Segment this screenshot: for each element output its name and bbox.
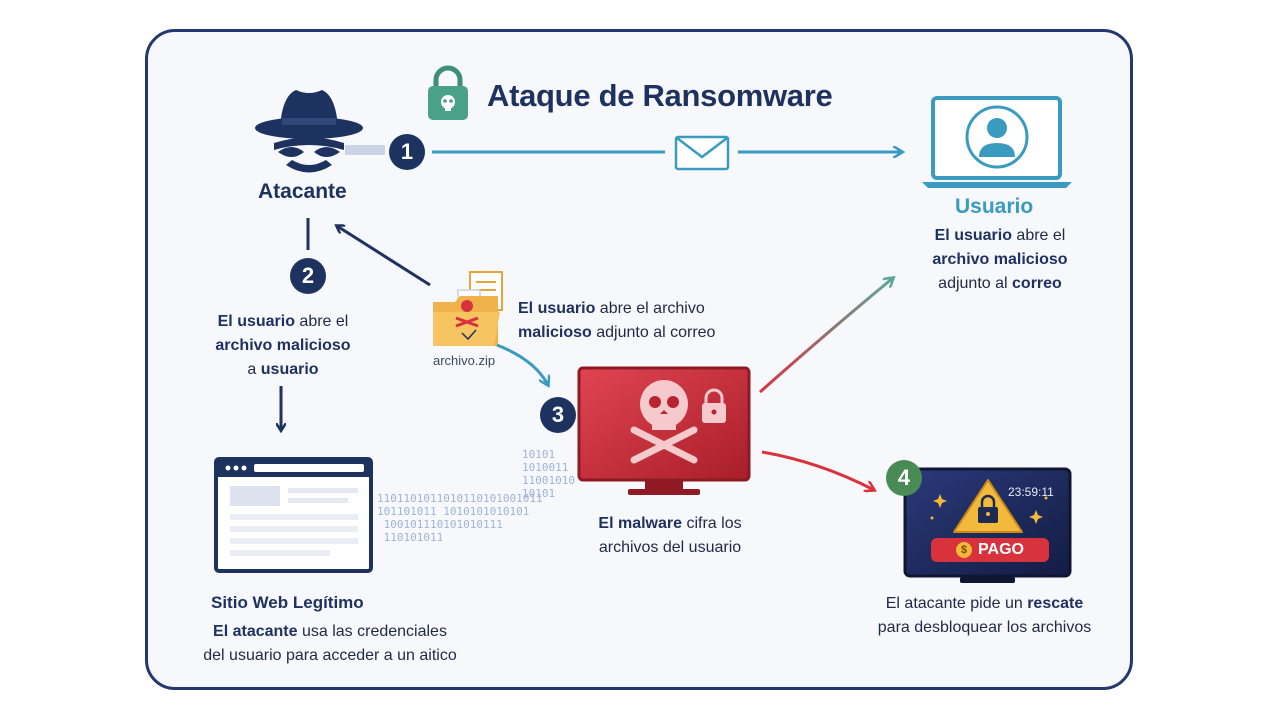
file-name: archivo.zip	[433, 353, 496, 368]
laptop-user-icon	[922, 96, 1072, 188]
user-description: El usuario abre el archivo malicioso adj…	[905, 224, 1095, 296]
step2-caption-bold-2: archivo malicioso	[215, 337, 351, 354]
page-title: Ataque de Ransomware	[487, 78, 833, 113]
pay-button[interactable]: $ PAGO	[931, 538, 1049, 562]
website-desc-text: usa las credenciales	[297, 623, 447, 640]
malware-caption-bold: El malware	[598, 515, 683, 532]
file-caption-bold-2: malicioso	[518, 324, 592, 341]
ransom-desc-bold: rescate	[1027, 595, 1084, 612]
website-description: El atacante usa las credenciales del usu…	[180, 620, 480, 668]
website-desc-text-2: del usuario para acceder a un aitico	[203, 647, 457, 664]
user-desc-bold: El usuario	[934, 227, 1012, 244]
coin-icon: $	[956, 542, 973, 558]
user-desc-text: abre el	[1011, 227, 1066, 244]
step2-caption-bold: El usuario	[217, 313, 295, 330]
malware-caption-text: cifra los	[682, 515, 742, 532]
user-desc-bold-2: archivo malicioso	[932, 251, 1068, 268]
website-label: Sitio Web Legítimo	[211, 593, 364, 612]
step-1-badge: 1	[389, 134, 425, 170]
infected-monitor-icon	[577, 366, 751, 495]
ransom-desc-text-3: para desbloquear los archivos	[877, 619, 1092, 636]
step2-caption-bold-3: usuario	[260, 361, 319, 378]
file-caption-text-2: adjunto al correo	[591, 324, 716, 341]
browser-window-icon	[214, 457, 373, 573]
file-caption-bold: El usuario	[518, 300, 596, 317]
zip-folder-icon	[433, 271, 503, 346]
user-label: Usuario	[955, 195, 1034, 218]
step-4-badge: 4	[886, 460, 922, 496]
arrow-file-to-malware	[496, 343, 548, 385]
ransom-desc-text: El atacante	[885, 595, 966, 612]
user-desc-text-2: adjunto al	[938, 275, 1013, 292]
arrow-malware-to-ransom	[761, 450, 874, 490]
file-caption-text: abre el archivo	[595, 300, 705, 317]
hacker-icon	[255, 90, 363, 173]
step-3-badge: 3	[540, 397, 576, 433]
pay-button-label: PAGO	[978, 541, 1024, 558]
arrow-file-to-attacker	[337, 226, 431, 287]
ransom-timer: 23:59:11	[1008, 485, 1054, 499]
user-desc-bold-3: correo	[1012, 275, 1062, 292]
step2-caption-text-2: a	[247, 361, 261, 378]
file-caption: El usuario abre el archivo malicioso adj…	[518, 297, 715, 345]
malware-caption: El malware cifra los archivos del usuari…	[575, 512, 765, 560]
binary-stream: 1101101011010110101001011 101101011 1010…	[377, 492, 543, 544]
envelope-icon	[674, 135, 730, 171]
step2-caption-text: abre el	[294, 313, 349, 330]
binary-stream-small: 10101 1010011 11001010 10101	[522, 448, 575, 500]
attacker-label: Atacante	[258, 180, 347, 203]
malware-caption-text-2: archivos del usuario	[598, 539, 742, 556]
step2-caption: El usuario abre el archivo malicioso a u…	[198, 310, 368, 382]
lock-skull-icon	[428, 65, 468, 120]
step-2-badge: 2	[290, 258, 326, 294]
ransom-desc-text-2: pide un	[965, 595, 1028, 612]
website-desc-bold: El atacante	[213, 623, 298, 640]
arrow-malware-to-user	[759, 278, 893, 394]
ransom-description: El atacante pide un rescate para desbloq…	[852, 592, 1117, 640]
